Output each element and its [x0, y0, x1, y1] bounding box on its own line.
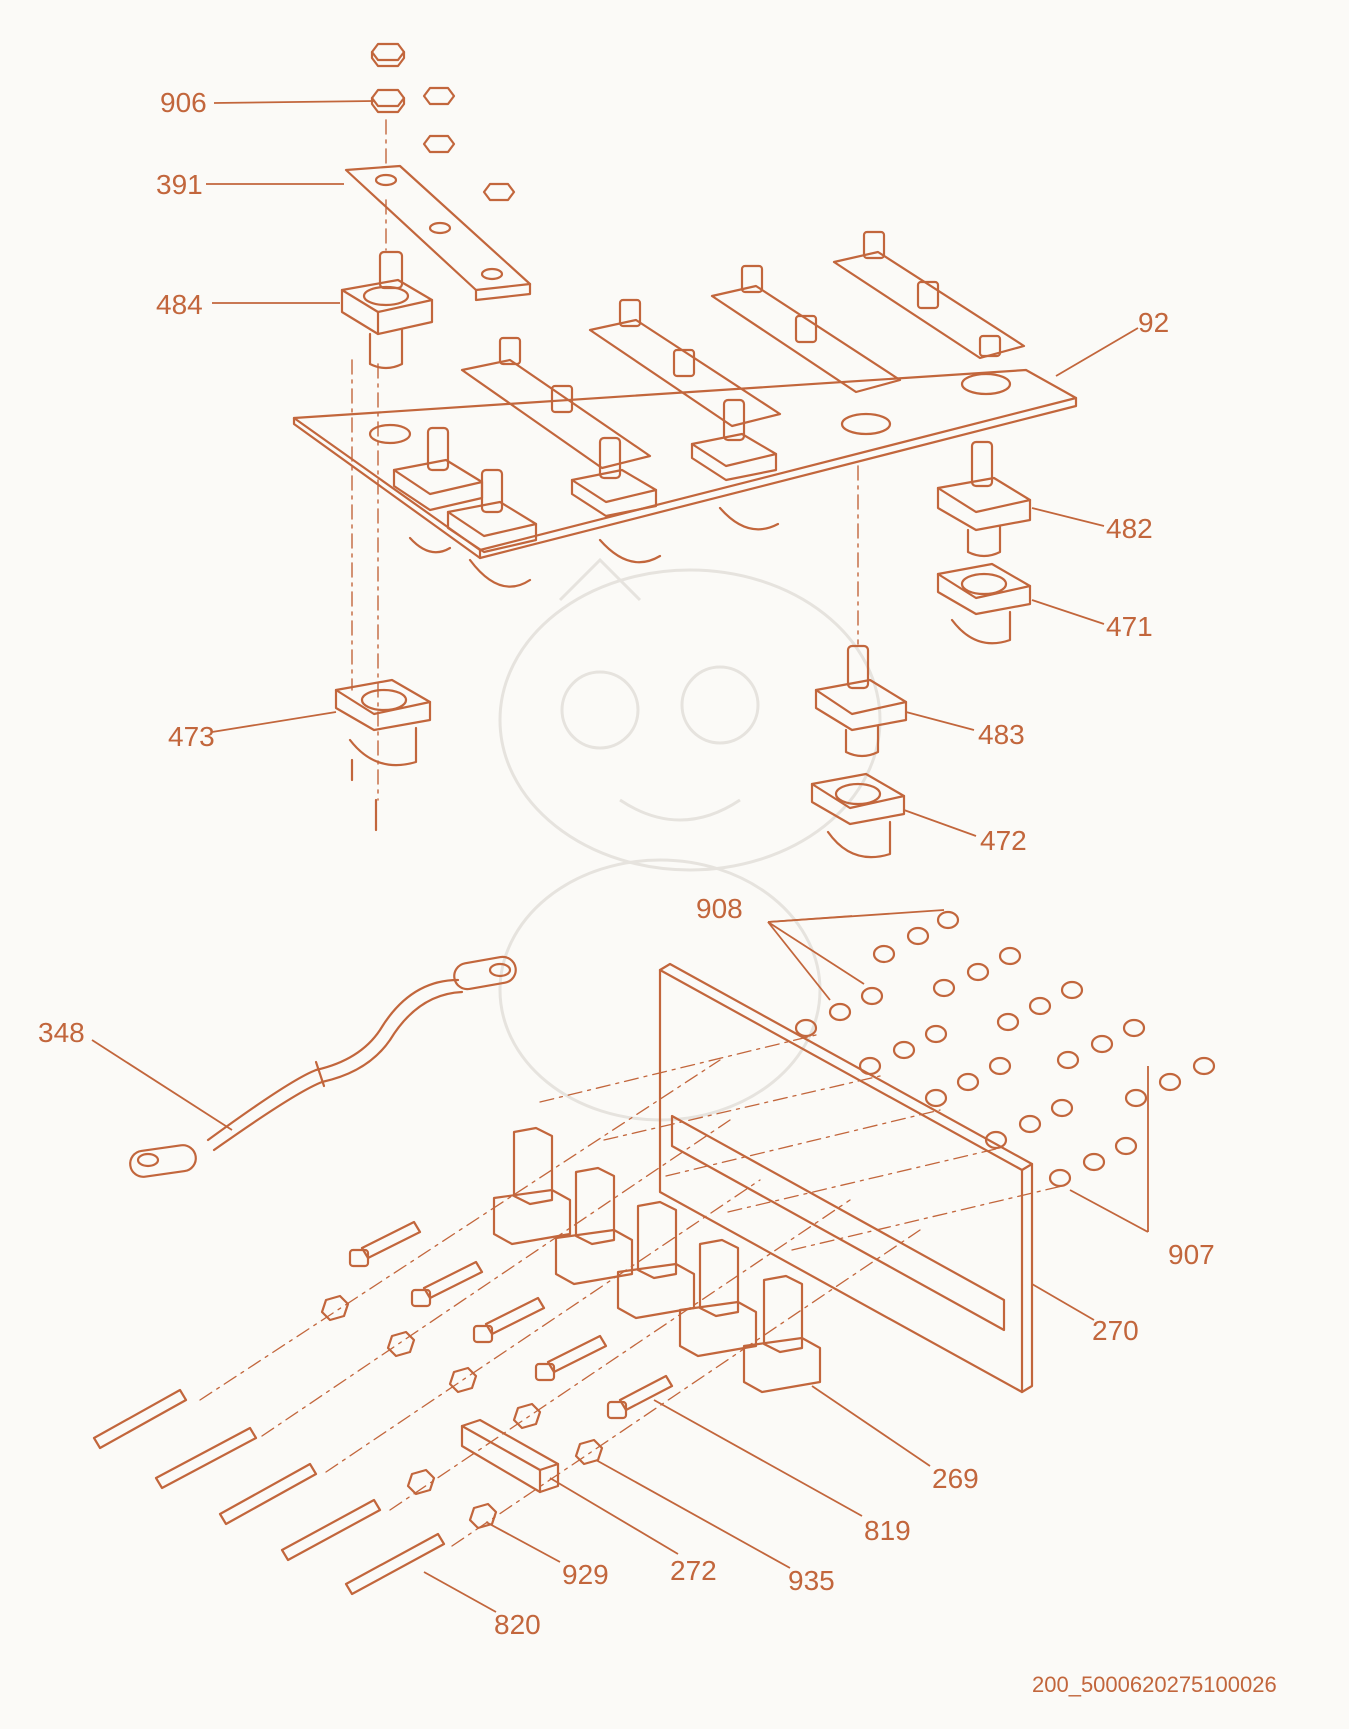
- label-348: 348: [38, 1017, 85, 1048]
- label-471: 471: [1106, 611, 1153, 642]
- label-391: 391: [156, 169, 203, 200]
- mounted-insulators: [392, 398, 778, 554]
- label-473: 473: [168, 721, 215, 752]
- label-270: 270: [1092, 1315, 1139, 1346]
- label-272: 272: [670, 1555, 717, 1586]
- base-plate-92: [292, 368, 1078, 560]
- under-plate-feet: [408, 506, 780, 588]
- label-908: 908: [696, 893, 743, 924]
- nuts-935-929: [320, 1294, 604, 1530]
- label-820: 820: [494, 1609, 541, 1640]
- nut-906: [370, 42, 516, 202]
- cable-348: [129, 955, 517, 1178]
- clamp-base-471: [936, 562, 1032, 645]
- brackets-269: [492, 1126, 822, 1394]
- top-assembly: [292, 42, 1078, 859]
- label-92: 92: [1138, 307, 1169, 338]
- part-labels: 906 391 484 92 482 471 473 483 472 908 3…: [38, 87, 1277, 1697]
- label-472: 472: [980, 825, 1027, 856]
- post-insulator-482: [936, 440, 1032, 558]
- label-483: 483: [978, 719, 1025, 750]
- studs-820: [92, 1388, 446, 1596]
- label-482: 482: [1106, 513, 1153, 544]
- link-plate-272: [460, 1418, 560, 1494]
- label-929: 929: [562, 1559, 609, 1590]
- clamp-base-472: [810, 772, 906, 859]
- washers-907-908: [794, 910, 1216, 1188]
- post-insulator-484: [340, 250, 434, 370]
- bottom-assembly-axes: [199, 1033, 1063, 1547]
- watermark-mascot-icon: [498, 557, 882, 1122]
- leader-lines: [91, 100, 1149, 1613]
- assembly-axes: [351, 119, 859, 801]
- label-907: 907: [1168, 1239, 1215, 1270]
- bolts-819: [348, 1220, 674, 1420]
- label-935: 935: [788, 1565, 835, 1596]
- link-plate-391: [344, 164, 532, 302]
- label-269: 269: [932, 1463, 979, 1494]
- label-484: 484: [156, 289, 203, 320]
- post-insulator-483: [814, 644, 908, 758]
- label-906: 906: [160, 87, 207, 118]
- document-id: 200_5000620275100026: [1032, 1672, 1277, 1697]
- label-819: 819: [864, 1515, 911, 1546]
- bottom-assembly: [92, 910, 1216, 1596]
- clamp-base-473: [334, 678, 432, 832]
- busbar-studs: [498, 230, 1002, 414]
- panel-270: [658, 962, 1034, 1394]
